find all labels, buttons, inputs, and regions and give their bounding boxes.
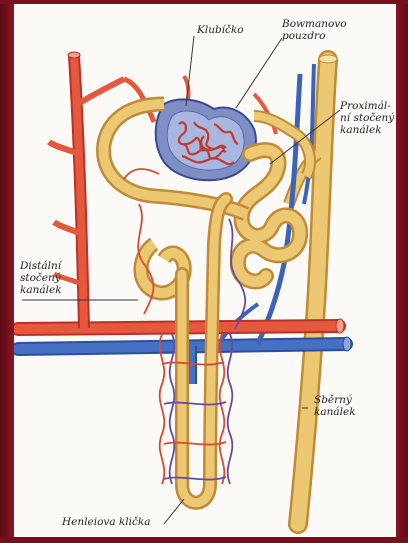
label-distal-tubule: Distální stočený kanálek: [20, 260, 62, 296]
bowman-capsule: [156, 99, 256, 180]
label-collecting-duct: Sběrný kanálek: [314, 394, 356, 418]
label-proximal-tubule: Proximál- ní stočený kanálek: [340, 100, 394, 136]
slide-frame-bottom: [0, 537, 408, 543]
nephron-illustration: [14, 4, 396, 537]
slide-frame-left: [0, 0, 14, 543]
label-bowman-capsule: Bowmanovo pouzdro: [282, 18, 347, 42]
label-loop-of-henle: Henleiova klička: [62, 516, 151, 528]
illustration-canvas: Klubíčko Bowmanovo pouzdro Proximál- ní …: [14, 4, 396, 537]
label-glomerulus: Klubíčko: [197, 24, 244, 36]
slide-frame-right: [396, 0, 408, 543]
